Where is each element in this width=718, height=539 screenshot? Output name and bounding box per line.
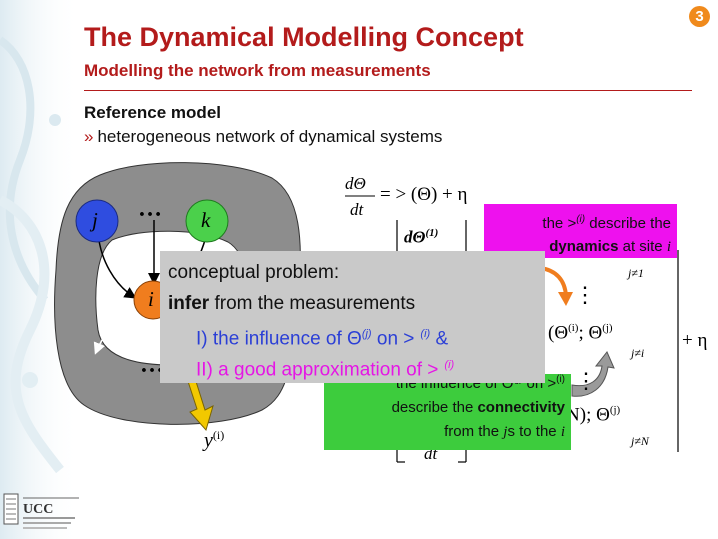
vertical-dots: ⋮ xyxy=(574,282,596,307)
row-bottom-expression: N); Θ(j) xyxy=(566,404,621,426)
section-heading: Reference model xyxy=(84,103,221,122)
problem-line-4: II) a good approximation of >(i) xyxy=(196,359,455,381)
node-j-label: j xyxy=(92,208,98,232)
connectivity-callout-line3: from the js to the i xyxy=(444,423,565,440)
conceptual-problem-box: conceptual problem: infer from the measu… xyxy=(160,251,545,383)
row-mid-expression: (Θ(i); Θ(j) xyxy=(548,322,613,344)
bullet-mark: » xyxy=(84,127,94,146)
row-top-sub: j≠1 xyxy=(628,266,644,280)
bullet-text: heterogeneous network of dynamical syste… xyxy=(97,127,443,146)
bullet-item: »heterogeneous network of dynamical syst… xyxy=(84,127,442,147)
title-divider xyxy=(84,90,692,91)
ucc-logo: UCC xyxy=(3,493,79,529)
slide-subtitle: Modelling the network from measurements xyxy=(84,61,431,80)
connectivity-callout-line2: describe the connectivity xyxy=(391,399,565,416)
problem-line-1: conceptual problem: xyxy=(168,262,340,283)
row-bottom-sub: j≠N xyxy=(631,434,649,448)
eq-lhs-numerator: dΘ xyxy=(345,174,366,193)
eq-rhs: = > (Θ) + η xyxy=(380,184,468,205)
dynamics-callout: the >(i) describe the dynamics at site i xyxy=(484,204,677,258)
problem-line-2: infer from the measurements xyxy=(168,293,416,314)
node-j xyxy=(75,199,119,243)
slide-title: The Dynamical Modelling Concept xyxy=(84,22,524,52)
dynamics-callout-line1: the >(i) describe the xyxy=(542,214,671,232)
row-mid-sub: j≠i xyxy=(631,346,645,360)
node-i-label: i xyxy=(148,287,154,311)
connectivity-arrow xyxy=(571,351,615,397)
vertical-dots-2: ⋮ xyxy=(575,368,597,393)
connectivity-callout: the influence of Θ(j) on >(i) describe t… xyxy=(324,374,571,450)
problem-line-3: I) the influence of Θ(j) on >(i) & xyxy=(196,328,449,350)
dynamics-callout-line2: dynamics at site i xyxy=(549,238,671,255)
node-k-label: k xyxy=(201,208,211,232)
node-k xyxy=(185,199,229,243)
svg-text:UCC: UCC xyxy=(23,502,53,517)
output-label: y(i) xyxy=(204,428,225,452)
vec-top-entry: dΘ(1) xyxy=(404,227,439,247)
plus-eta: + η xyxy=(682,330,708,351)
eq-lhs-denominator: dt xyxy=(350,200,364,219)
slide-number-badge: 3 xyxy=(689,6,710,27)
ellipsis-top: … xyxy=(138,196,162,222)
